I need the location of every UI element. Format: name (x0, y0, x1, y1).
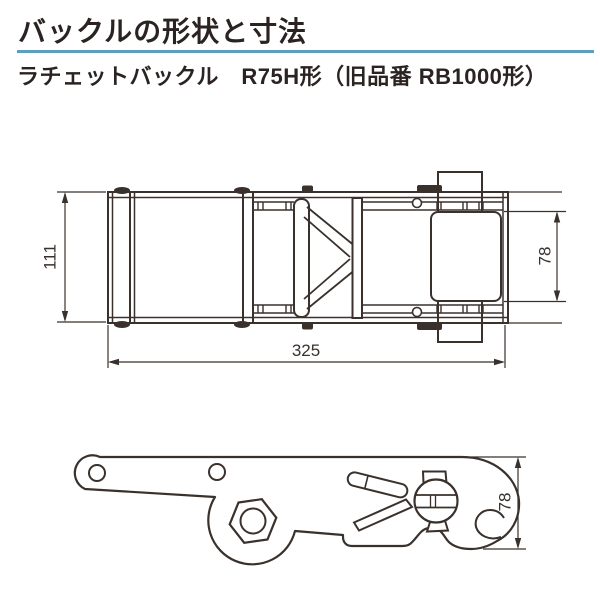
handle-pivot-bar (351, 197, 363, 319)
webbing-hook-slot (474, 508, 505, 540)
axle-pin-top (411, 197, 423, 209)
buckle-frame (107, 191, 562, 324)
lever-hole-left (88, 464, 106, 482)
lever-hole-middle (208, 463, 226, 481)
handle-grip-bar (293, 198, 310, 318)
dimension-325: 325 (107, 325, 506, 368)
rivet-tabs (114, 185, 442, 330)
page-title: バックルの形状と寸法 (18, 16, 308, 47)
dim-label-slot-height: 78 (536, 247, 555, 266)
frame-rails-left (253, 201, 294, 314)
product-subtitle: ラチェットバックル R75H形（旧品番 RB1000形） (17, 64, 548, 89)
dim-label-height: 111 (41, 244, 60, 270)
dimension-78-top-view: 78 (504, 210, 566, 303)
hex-nut (228, 498, 278, 544)
title-underline (17, 50, 594, 53)
dimension-111: 111 (41, 191, 106, 323)
handle-assembly (293, 197, 363, 319)
dimension-78-side-view: 78 (470, 456, 526, 550)
body-outline (73, 454, 521, 566)
dim-label-side-height: 78 (496, 493, 515, 512)
axle-pin-bottom (411, 306, 423, 318)
dim-label-length: 325 (292, 341, 320, 360)
spool-housing (430, 211, 502, 302)
frame-rails-right (362, 201, 503, 314)
side-view: 78 (73, 454, 526, 566)
top-view: 111 78 325 (41, 171, 566, 368)
pawl-strut (352, 498, 414, 532)
release-slide-slot (346, 471, 409, 499)
